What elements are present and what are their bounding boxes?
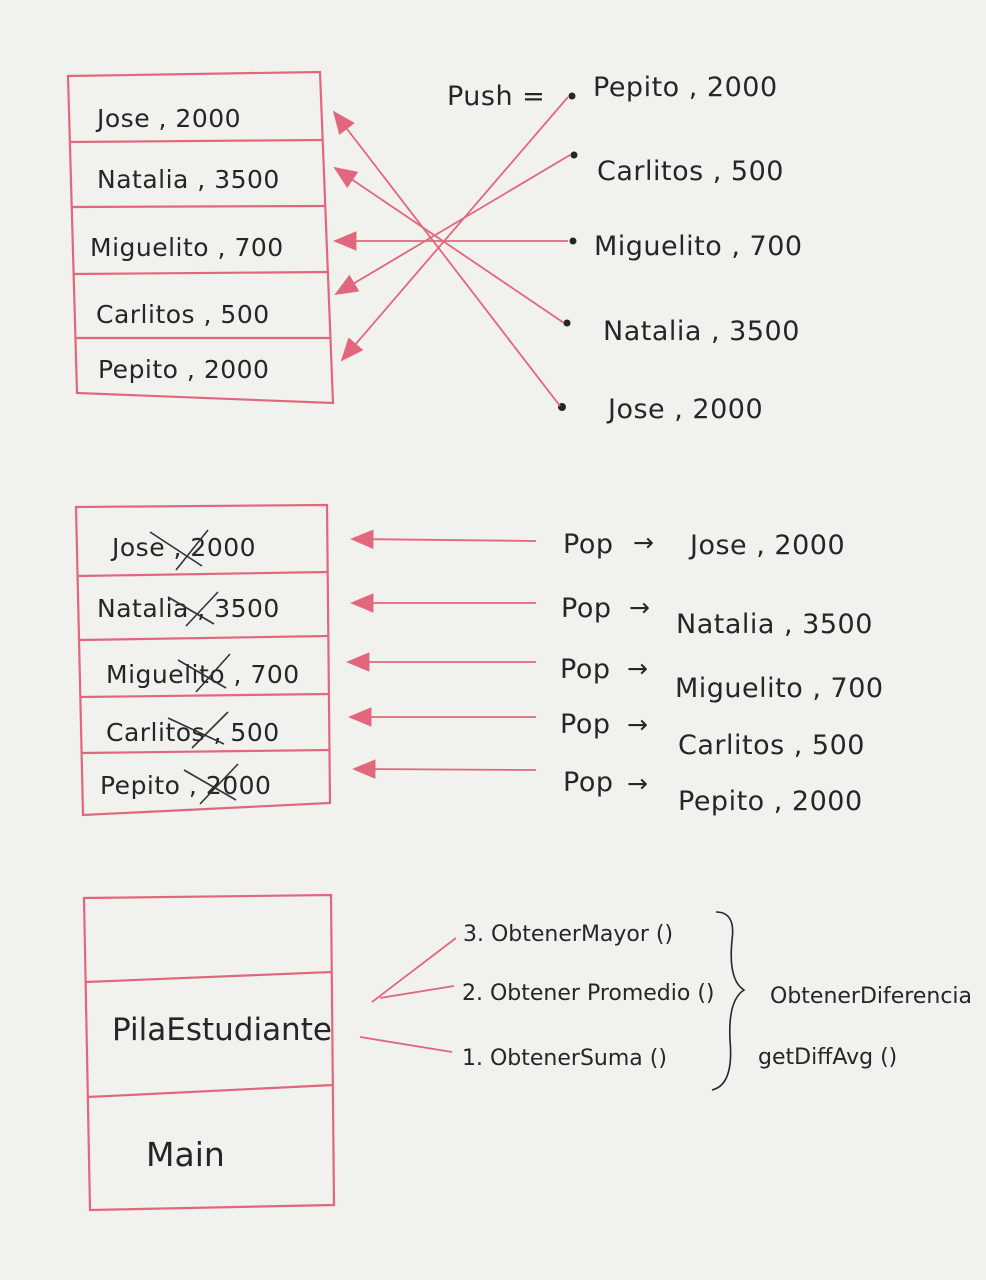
pop-op-value: Miguelito , 700 <box>675 673 884 704</box>
push-cell-5: Pepito , 2000 <box>98 355 269 384</box>
pop-op-arrow: → <box>627 769 648 798</box>
pop-stack: Jose , 2000 Natalia , 3500 Miguelito , 7… <box>74 503 332 817</box>
pop-ops: Pop → Jose , 2000 Pop → Natalia , 3500 P… <box>560 528 884 817</box>
call-cell-main: Main <box>146 1135 225 1174</box>
push-item-2: Carlitos , 500 <box>597 156 784 187</box>
method-mayor: 3. ObtenerMayor () <box>463 922 673 947</box>
push-item-3: Miguelito , 700 <box>594 231 803 262</box>
call-stack: PilaEstudiante Main <box>82 893 336 1212</box>
push-label: Push = <box>447 81 545 112</box>
pop-op-value: Natalia , 3500 <box>676 609 873 640</box>
pop-cell-5: Pepito , 2000 <box>100 771 271 800</box>
pop-op-value: Pepito , 2000 <box>678 786 863 817</box>
push-item-5: Jose , 2000 <box>606 394 763 425</box>
pop-arrows <box>346 529 537 779</box>
push-arrows <box>332 96 571 407</box>
push-item-4: Natalia , 3500 <box>603 316 800 347</box>
push-item-list: Pepito , 2000 Carlitos , 500 Miguelito ,… <box>558 72 803 425</box>
pop-op-arrow: → <box>629 593 650 622</box>
pop-op-value: Jose , 2000 <box>688 530 845 561</box>
method-suma: 1. ObtenerSuma () <box>462 1046 667 1071</box>
push-cell-4: Carlitos , 500 <box>96 300 270 329</box>
pop-op-arrow: → <box>627 710 648 739</box>
push-stack: Jose , 2000 Natalia , 3500 Miguelito , 7… <box>66 70 335 405</box>
pop-op-label: Pop <box>560 654 610 685</box>
method-promedio: 2. Obtener Promedio () <box>462 981 715 1006</box>
result-diferencia: ObtenerDiferencia <box>770 984 972 1009</box>
pop-cell-1: Jose , 2000 <box>110 533 256 562</box>
pop-cell-4: Carlitos , 500 <box>106 718 280 747</box>
result-diffavg: getDiffAvg () <box>758 1045 897 1070</box>
pop-op-arrow: → <box>633 528 654 557</box>
pop-op-value: Carlitos , 500 <box>678 730 865 761</box>
pop-op-arrow: → <box>627 654 648 683</box>
pop-op-label: Pop <box>560 709 610 740</box>
push-item-1: Pepito , 2000 <box>593 72 778 103</box>
call-lines <box>359 937 457 1053</box>
method-list: 3. ObtenerMayor () 2. Obtener Promedio (… <box>462 911 972 1091</box>
call-cell-pila: PilaEstudiante <box>112 1012 332 1048</box>
push-cell-3: Miguelito , 700 <box>90 233 284 262</box>
push-cell-2: Natalia , 3500 <box>97 165 280 194</box>
pop-op-label: Pop <box>563 767 613 798</box>
pop-op-label: Pop <box>563 529 613 560</box>
push-cell-1: Jose , 2000 <box>95 104 241 133</box>
pop-op-label: Pop <box>561 593 611 624</box>
